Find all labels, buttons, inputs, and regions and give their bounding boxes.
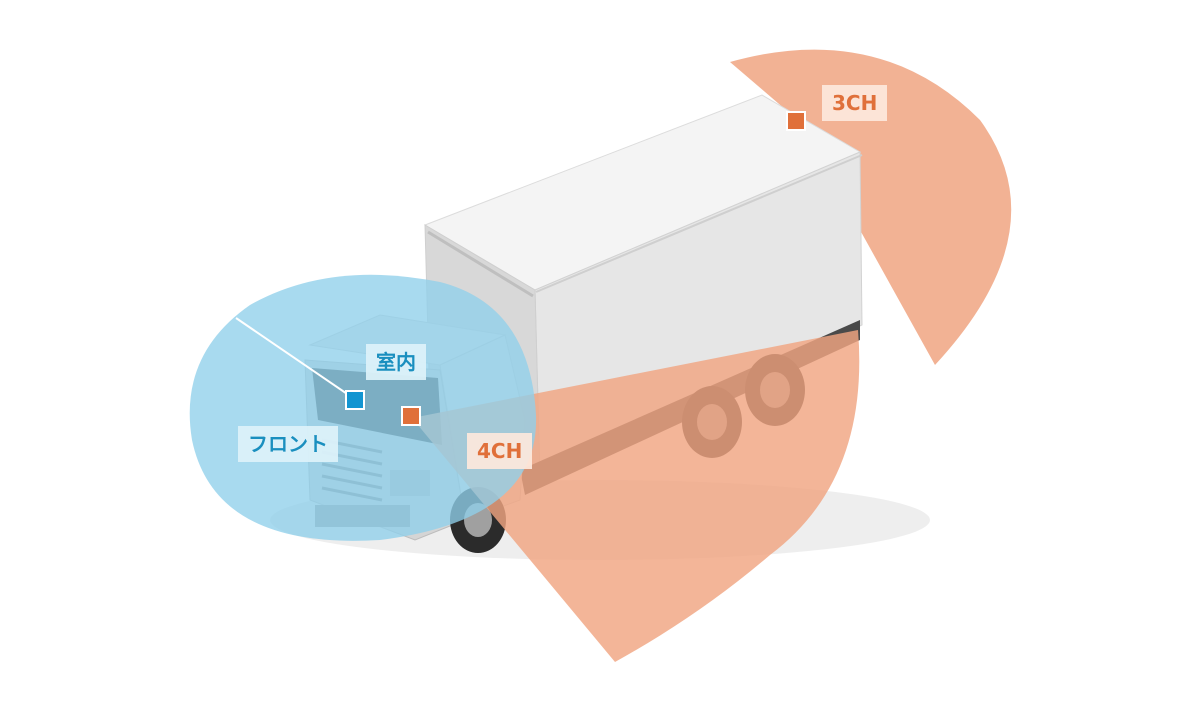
cargo-box-trim [535, 154, 863, 293]
camera-marker-front-icon [345, 390, 365, 410]
label-interior: 室内 [366, 344, 426, 380]
label-4ch: 4CH [467, 433, 533, 469]
camera-marker-3ch-icon [786, 111, 806, 131]
coverage-guide-line [235, 317, 357, 401]
cargo-box-trim [427, 230, 534, 298]
label-front: フロント [238, 426, 338, 462]
camera-marker-4ch-icon [401, 406, 421, 426]
coverage-3ch [730, 49, 1012, 366]
label-3ch: 3CH [822, 85, 888, 121]
